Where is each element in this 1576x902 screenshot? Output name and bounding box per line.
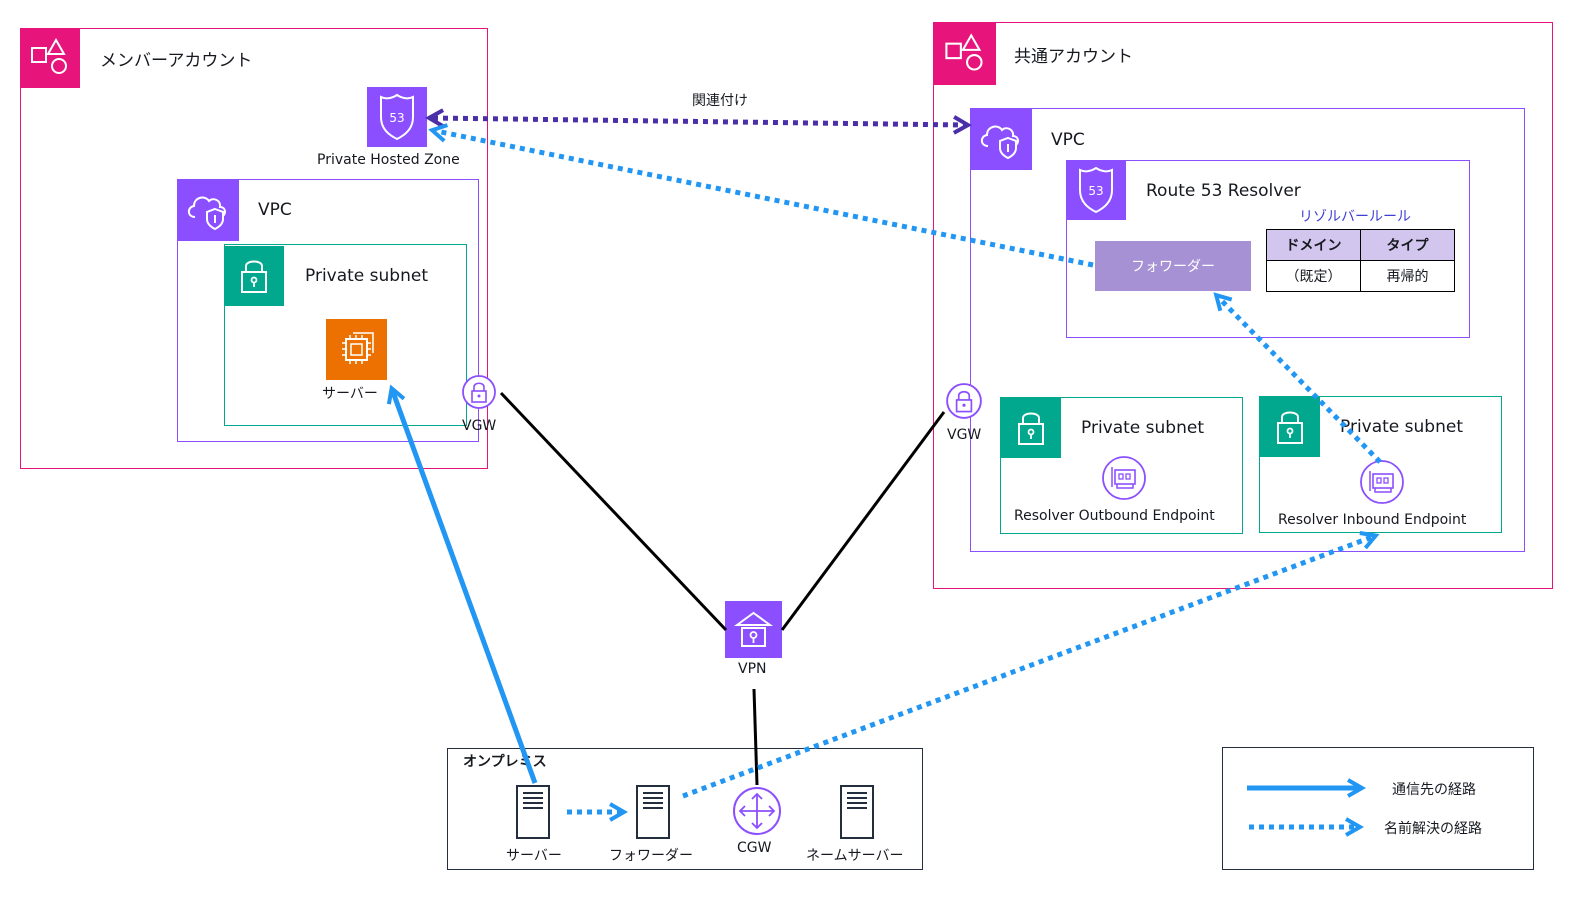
member-vpc-label: VPC	[258, 200, 292, 220]
resolver-rules-table: ドメイン タイプ （既定） 再帰的	[1266, 229, 1455, 292]
rules-cell-type: 再帰的	[1360, 260, 1455, 292]
legend-solid-label: 通信先の経路	[1392, 782, 1476, 798]
shared-vgw-label: VGW	[947, 427, 982, 443]
outbound-subnet-label: Private subnet	[1081, 418, 1204, 438]
legend-box	[1222, 747, 1534, 870]
vpn-gateway-icon	[725, 601, 782, 658]
server-icon	[516, 785, 550, 839]
member-vpc	[177, 179, 479, 442]
rules-header-type: タイプ	[1360, 229, 1455, 261]
nameserver-label: ネームサーバー	[806, 848, 904, 864]
resolver-label: Route 53 Resolver	[1146, 181, 1301, 201]
vpc-icon	[970, 108, 1032, 170]
member-private-subnet	[224, 244, 467, 426]
association-arrow	[424, 108, 973, 135]
vpc-icon	[177, 179, 239, 241]
lock-icon	[224, 246, 284, 306]
server-icon	[840, 785, 874, 839]
inbound-subnet-label: Private subnet	[1340, 417, 1463, 437]
vgw-icon	[945, 382, 983, 420]
account-icon	[934, 23, 996, 85]
vpn-link-shared	[780, 411, 946, 631]
svg-text:53: 53	[389, 111, 404, 125]
inbound-endpoint-label: Resolver Inbound Endpoint	[1278, 512, 1467, 528]
member-subnet-label: Private subnet	[305, 266, 428, 286]
resolver-rules-title: リゾルバールール	[1299, 209, 1411, 225]
resolver-forwarder	[1095, 241, 1251, 291]
member-account-label: メンバーアカウント	[100, 51, 253, 71]
shared-vpc-label: VPC	[1051, 130, 1085, 150]
router-icon	[731, 785, 783, 837]
route53-hosted-zone-icon: 53	[367, 87, 427, 147]
network-interface-icon	[1359, 459, 1405, 505]
rules-cell-domain: （既定）	[1266, 260, 1361, 292]
server-icon	[636, 785, 670, 839]
lock-icon	[1001, 398, 1061, 458]
association-label: 関連付け	[692, 93, 748, 109]
legend-dotted-label: 名前解決の経路	[1384, 821, 1482, 837]
outbound-private-subnet	[1000, 397, 1243, 534]
outbound-endpoint-label: Resolver Outbound Endpoint	[1014, 508, 1215, 524]
account-icon	[20, 28, 80, 88]
vpn-label: VPN	[738, 661, 767, 677]
shared-account-label: 共通アカウント	[1014, 47, 1133, 67]
ec2-icon	[326, 319, 387, 380]
member-server-label: サーバー	[322, 386, 378, 402]
member-vgw-label: VGW	[462, 418, 497, 434]
vgw-icon	[461, 374, 497, 410]
lock-icon	[1260, 397, 1320, 457]
route53-resolver-icon: 53	[1066, 160, 1126, 220]
cgw-label: CGW	[737, 840, 772, 856]
onprem-server-label: サーバー	[506, 848, 562, 864]
onprem-forwarder-label: フォワーダー	[609, 848, 693, 864]
rules-header-domain: ドメイン	[1266, 229, 1361, 261]
network-interface-icon	[1101, 455, 1147, 501]
onprem-label: オンプレミス	[463, 754, 547, 770]
resolver-forwarder-label: フォワーダー	[1131, 259, 1215, 275]
phz-label: Private Hosted Zone	[317, 152, 460, 168]
vpn-link-member	[499, 391, 728, 632]
svg-text:53: 53	[1088, 184, 1103, 198]
